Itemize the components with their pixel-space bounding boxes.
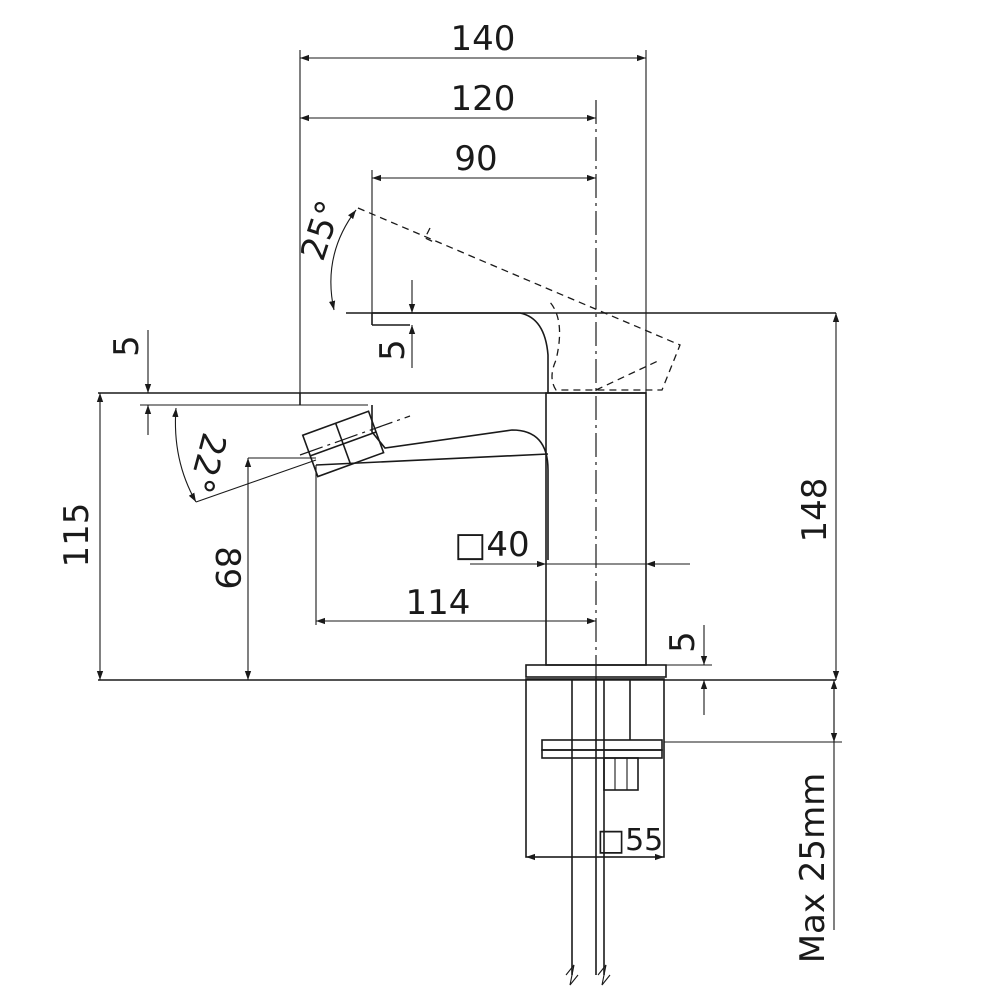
- dimension-labels: 140 120 90 25° 5 5 22° 115 89 □40 114 5 …: [57, 19, 835, 963]
- dim-base-step: 5: [663, 631, 703, 653]
- lever-handle: [346, 312, 836, 393]
- dim-lever-reach: 90: [454, 139, 497, 179]
- dim-lever-angle: 25°: [293, 196, 350, 266]
- dim-top-step: 5: [107, 335, 147, 357]
- dim-base-square: □55: [597, 823, 664, 858]
- dim-spout-angle: 22°: [180, 429, 234, 498]
- lever-rotated-outline: [357, 207, 681, 391]
- dim-body-width: 120: [451, 79, 516, 119]
- dim-spout-reach: 114: [406, 583, 471, 623]
- dim-spout-height: 89: [207, 546, 247, 589]
- faucet-body: [98, 392, 667, 678]
- dim-lever-step: 5: [373, 339, 413, 361]
- dim-height-total: 115: [57, 503, 97, 568]
- spout: [299, 405, 549, 560]
- dimension-lines: [96, 50, 842, 930]
- dim-overall-width: 140: [451, 19, 516, 59]
- dim-body-square: □40: [454, 525, 529, 565]
- dim-overall-height: 148: [795, 478, 835, 543]
- dim-max-thickness: Max 25mm: [793, 773, 833, 964]
